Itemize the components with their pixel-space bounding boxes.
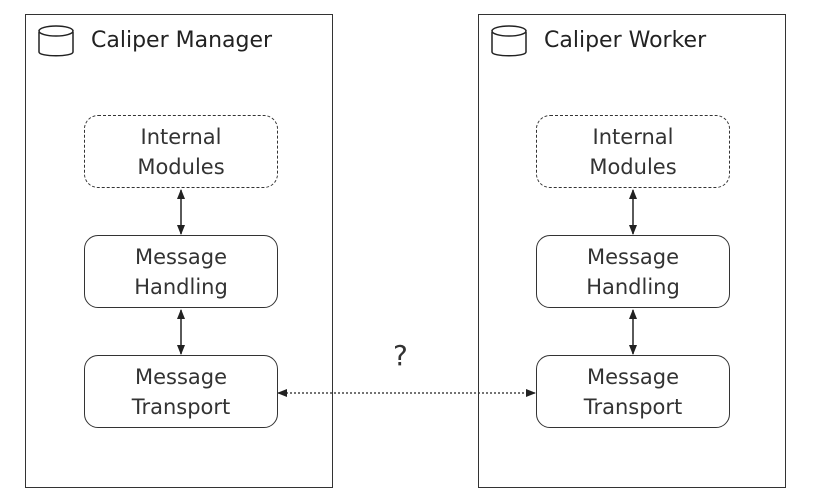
worker-container <box>478 14 786 488</box>
module-label-line: Internal <box>140 124 222 149</box>
link-question-label: ? <box>393 339 408 372</box>
module-label-line: Modules <box>137 154 225 179</box>
module-label-line: Handling <box>134 274 228 299</box>
module-label-line: Message <box>586 244 680 269</box>
module-label-line: Message <box>134 364 228 389</box>
worker-message-transport: Message Transport <box>536 355 730 428</box>
worker-title: Caliper Worker <box>544 28 707 53</box>
module-label-line: Transport <box>583 394 683 419</box>
worker-internal-modules: Internal Modules <box>536 115 730 188</box>
manager-message-transport: Message Transport <box>84 355 278 428</box>
worker-message-handling: Message Handling <box>536 235 730 308</box>
module-label-line: Internal <box>592 124 674 149</box>
manager-internal-modules: Internal Modules <box>84 115 278 188</box>
database-icon <box>491 25 527 57</box>
manager-container <box>25 14 333 488</box>
module-label-line: Modules <box>589 154 677 179</box>
manager-title: Caliper Manager <box>91 28 273 53</box>
database-icon <box>38 25 74 57</box>
module-label-line: Message <box>586 364 680 389</box>
manager-message-handling: Message Handling <box>84 235 278 308</box>
module-label-line: Message <box>134 244 228 269</box>
module-label-line: Handling <box>586 274 680 299</box>
module-label-line: Transport <box>131 394 231 419</box>
